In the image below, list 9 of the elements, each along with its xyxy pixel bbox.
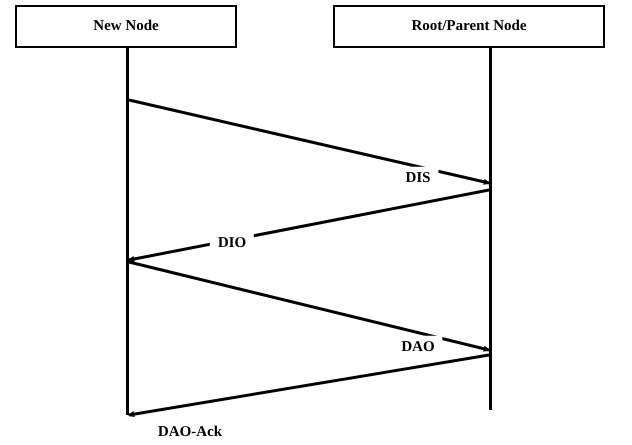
lifeline (489, 48, 492, 410)
lifeline-header-box (333, 5, 605, 48)
message-arrow (128, 354, 490, 418)
message-arrow (128, 98, 490, 185)
lifeline (126, 48, 129, 415)
node-label: Root/Parent Node (411, 17, 527, 36)
lifeline-header-box (15, 5, 237, 48)
message-arrow (128, 260, 490, 352)
node-label: New Node (93, 17, 159, 36)
